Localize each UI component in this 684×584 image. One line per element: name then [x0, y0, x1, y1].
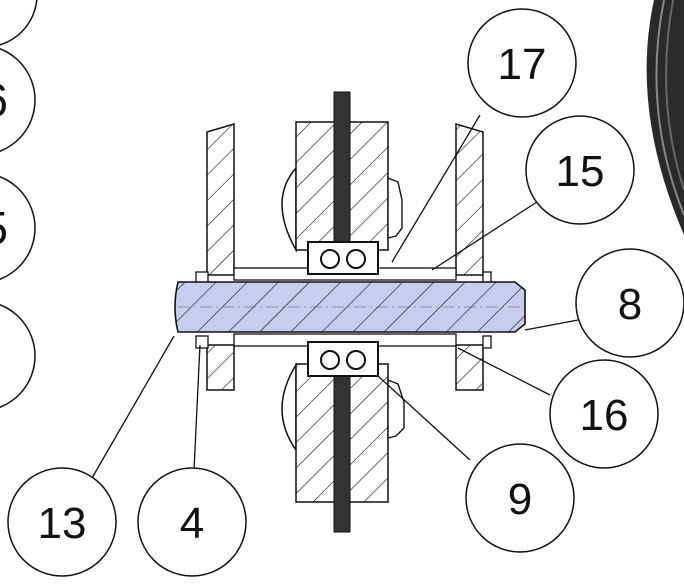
balloon-17 — [467, 8, 577, 118]
left-plate-lower — [206, 344, 235, 391]
left-washer-lower — [195, 335, 209, 349]
balloon-partial-6-label: 6 — [0, 74, 8, 126]
upper-bearing — [307, 241, 379, 275]
balloon-9-label: 9 — [508, 475, 532, 524]
balloon-15-label: 15 — [556, 147, 605, 196]
lower-bearing — [307, 341, 379, 377]
balloon-partial-5-label: 5 — [0, 202, 8, 254]
balloon-4-label: 4 — [180, 499, 204, 548]
balloon-partial-bottom — [0, 303, 36, 409]
balloon-8 — [575, 248, 684, 358]
center-disk-upper — [333, 91, 351, 263]
lower-dome — [281, 362, 297, 453]
balloon-16-label: 16 — [580, 391, 629, 440]
balloon-17-label: 17 — [498, 40, 547, 89]
leader-16 — [457, 347, 551, 396]
balloon-partial-top — [0, 0, 38, 46]
leader-lines — [91, 114, 579, 479]
center-disk-lower — [333, 349, 351, 533]
upper-dome — [281, 166, 297, 253]
balloon-13 — [7, 467, 117, 577]
balloon-13-label: 13 — [38, 499, 87, 548]
right-plate-lower — [455, 344, 484, 391]
balloon-partial-5 — [0, 175, 36, 281]
balloon-15 — [525, 115, 635, 225]
lower-bolt — [387, 378, 405, 439]
leader-17 — [391, 114, 481, 263]
balloon-4 — [137, 467, 247, 577]
leader-8 — [524, 319, 579, 331]
balloon-partial-6 — [0, 47, 36, 153]
upper-bolt — [387, 176, 403, 239]
left-plate-upper — [206, 122, 235, 276]
balloon-16 — [549, 359, 659, 469]
leader-9 — [377, 375, 471, 461]
leader-4 — [193, 344, 201, 471]
balloon-8-label: 8 — [618, 280, 642, 329]
wheel-rim-edge — [646, 0, 684, 235]
balloon-9 — [465, 443, 575, 553]
leader-13 — [91, 335, 175, 479]
right-washer-lower — [482, 335, 492, 349]
leader-15 — [431, 199, 541, 271]
